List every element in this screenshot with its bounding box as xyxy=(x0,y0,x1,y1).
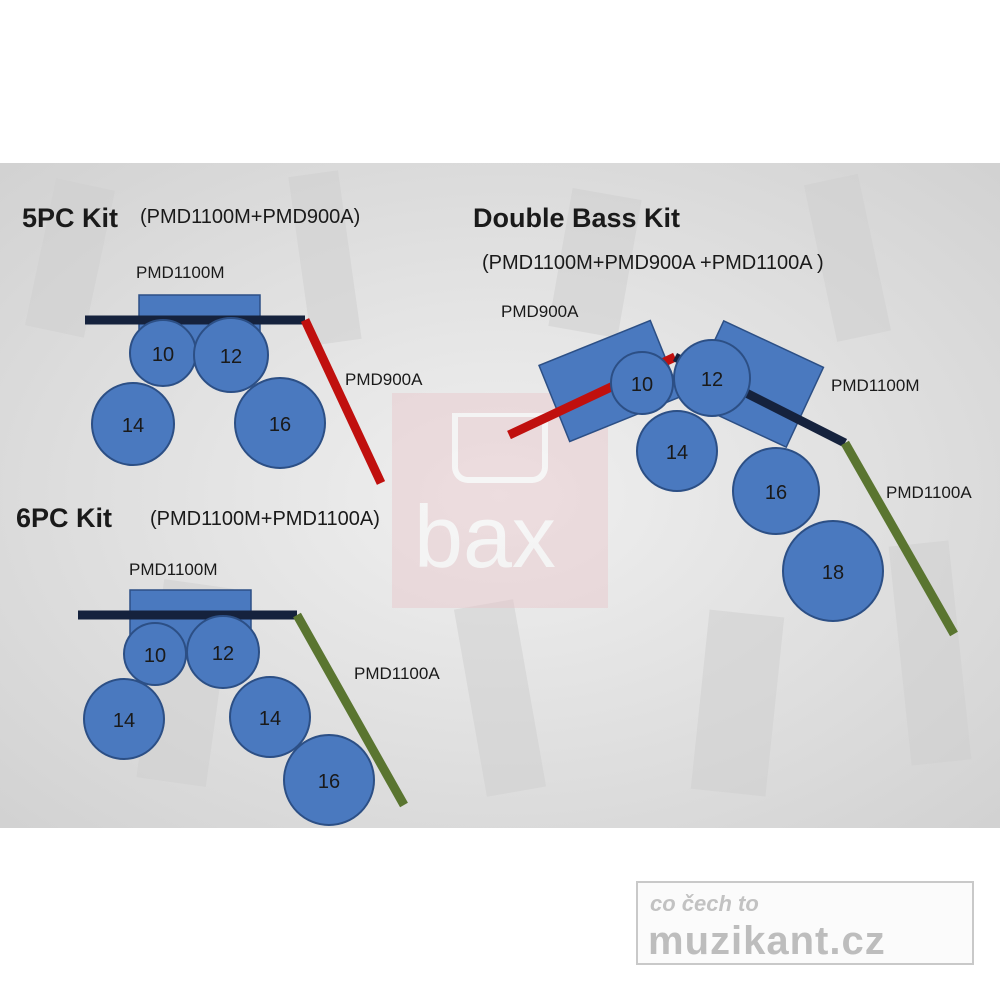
double-arm-label: PMD1100A xyxy=(886,483,972,502)
drum-12 xyxy=(193,317,269,393)
drum-16 xyxy=(234,377,326,469)
muzikant-logo: co čech to muzikant.cz xyxy=(636,881,974,965)
five-pc-kit-formula: (PMD1100M+PMD900A) xyxy=(140,206,361,228)
drum-label: 10 xyxy=(144,645,166,667)
six-pc-kit-formula: (PMD1100M+PMD1100A) xyxy=(150,508,380,530)
drum-14 xyxy=(83,678,165,760)
five-pc-kit: 10 12 14 16 xyxy=(85,294,386,485)
drum-label: 12 xyxy=(701,369,723,391)
drum-14 xyxy=(229,676,311,758)
five-pc-arm-label: PMD900A xyxy=(345,370,423,389)
cart-icon xyxy=(452,413,548,483)
drum-16 xyxy=(283,734,375,826)
drum-label: 14 xyxy=(122,415,144,437)
double-bass-kit: 10 12 14 16 18 xyxy=(507,319,958,637)
drum-12 xyxy=(673,339,751,417)
drum-label: 16 xyxy=(269,414,291,436)
drum-label: 16 xyxy=(765,482,787,504)
drum-18 xyxy=(782,520,884,622)
five-pc-main-label: PMD1100M xyxy=(136,263,225,282)
double-bass-kit-formula: (PMD1100M+PMD900A +PMD1100A ) xyxy=(482,252,824,274)
drum-label: 14 xyxy=(113,710,135,732)
six-pc-main-label: PMD1100M xyxy=(129,560,218,579)
drum-label: 12 xyxy=(212,643,234,665)
six-pc-kit: 10 12 14 14 16 xyxy=(78,589,408,826)
watermark-text: bax xyxy=(414,487,556,586)
drum-14 xyxy=(636,410,718,492)
drum-14 xyxy=(91,382,175,466)
pmd1100a-arm xyxy=(841,440,958,637)
pmd1100a-arm xyxy=(293,612,408,808)
double-bass-kit-title: Double Bass Kit xyxy=(473,203,681,233)
drum-label: 12 xyxy=(220,346,242,368)
double-main-label: PMD1100M xyxy=(831,376,920,395)
drum-label: 18 xyxy=(822,562,844,584)
drum-12 xyxy=(186,615,260,689)
six-pc-arm-label: PMD1100A xyxy=(354,664,440,683)
drum-label: 10 xyxy=(152,344,174,366)
logo-tagline: co čech to xyxy=(650,891,759,916)
six-pc-kit-title: 6PC Kit xyxy=(16,503,113,533)
drum-label: 14 xyxy=(259,708,281,730)
drum-10 xyxy=(123,622,187,686)
drum-label: 10 xyxy=(631,374,653,396)
drum-16 xyxy=(732,447,820,535)
five-pc-kit-title: 5PC Kit xyxy=(22,203,119,233)
logo-name: muzikant.cz xyxy=(648,919,886,963)
drum-label: 16 xyxy=(318,771,340,793)
pmd900a-arm xyxy=(300,318,386,485)
drum-10 xyxy=(610,351,674,415)
drum-label: 14 xyxy=(666,442,688,464)
double-left-label: PMD900A xyxy=(501,302,579,321)
